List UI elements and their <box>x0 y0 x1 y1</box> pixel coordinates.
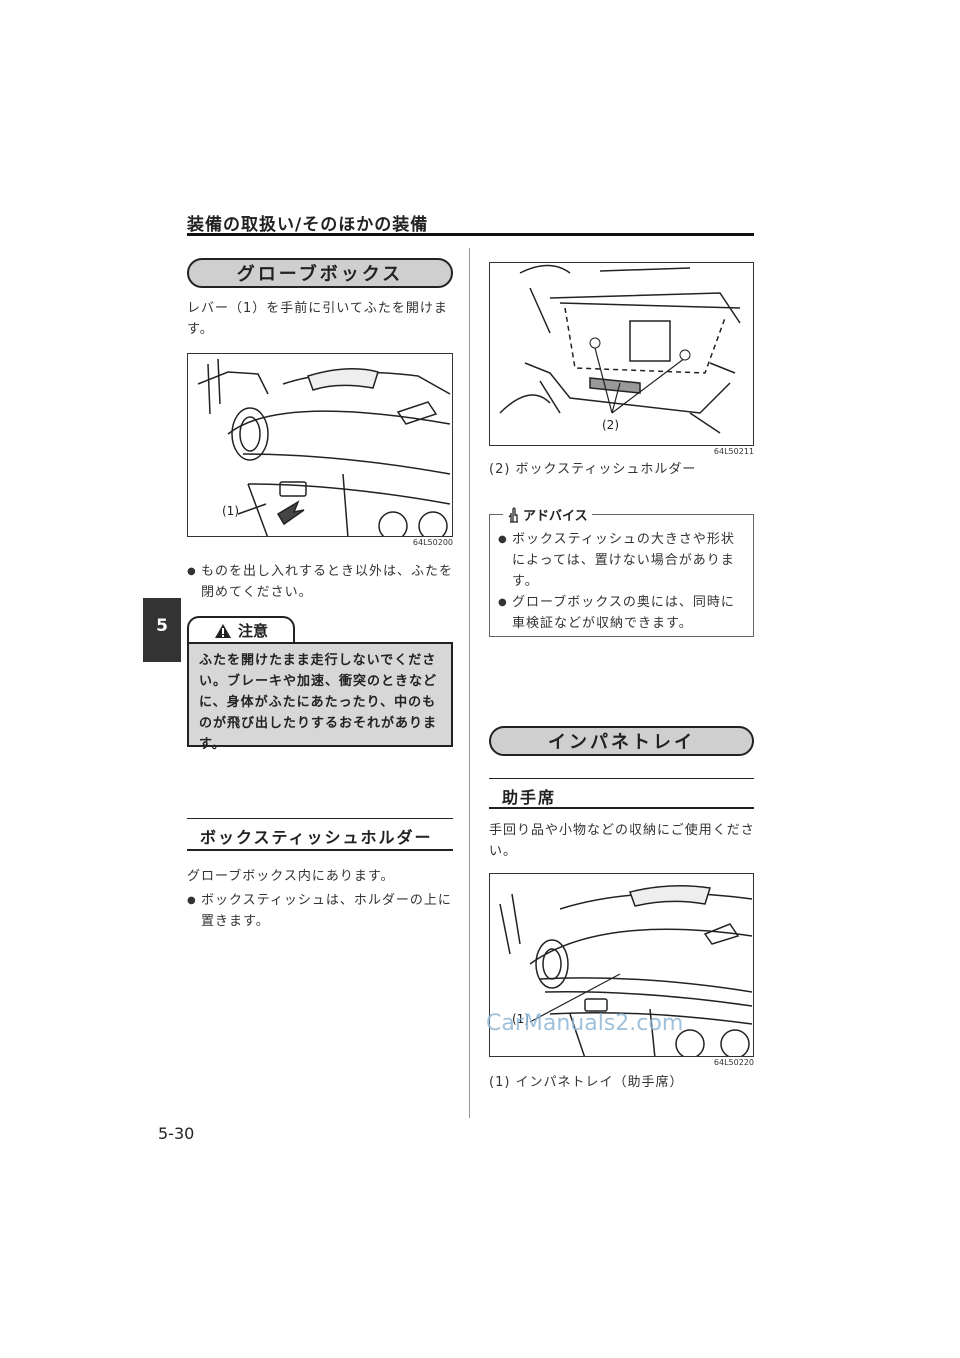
glovebox-intro: レバー（1）を手前に引いてふたを開けます。 <box>187 301 448 337</box>
column-divider <box>469 248 470 1118</box>
glovebox-illustration <box>197 358 451 536</box>
inpane-tray-figure-code: 64L50220 <box>713 1058 754 1067</box>
tissue-holder-intro: グローブボックス内にあります。 <box>187 869 395 884</box>
inpane-tray-illustration <box>499 885 753 1056</box>
page-number: 5-30 <box>158 1124 195 1143</box>
tissue-holder-illustration <box>499 264 741 434</box>
subhead-rule-bottom-2 <box>489 807 754 809</box>
caution-text: ふたを開けたまま走行しないでください。ブレーキや加速、衝突のときなどに、身体がふ… <box>199 653 438 752</box>
caution-tab: 注意 <box>187 616 295 643</box>
page-header-title: 装備の取扱い/そのほかの装備 <box>187 215 429 235</box>
advice-label: アドバイス <box>503 505 592 524</box>
pointing-hand-icon <box>508 506 518 523</box>
subhead-rule-top-2 <box>489 778 754 779</box>
inpane-tray-heading-text: インパネトレイ <box>548 732 695 753</box>
header-rule <box>187 233 754 236</box>
glovebox-bullets: ものを出し入れするとき以外は、ふたを閉めてください。 <box>187 561 455 603</box>
list-item: ボックスティッシュは、ホルダーの上に置きます。 <box>187 890 455 932</box>
inpane-tray-caption: (1) インパネトレイ（助手席） <box>489 1075 684 1090</box>
subhead-rule-top <box>187 818 453 819</box>
tissue-holder-figure: (2) <box>489 262 754 446</box>
caution-box: ふたを開けたまま走行しないでください。ブレーキや加速、衝突のときなどに、身体がふ… <box>187 642 453 752</box>
list-item: ボックスティッシュの大きさや形状によっては、置けない場合があります。 <box>498 529 745 592</box>
subheading-passenger: 助手席 <box>502 788 557 807</box>
inpane-tray-callout-1: (1) <box>512 1012 529 1026</box>
section-heading-tissue-holder: ボックスティッシュホルダー <box>200 828 433 847</box>
section-heading-glovebox: グローブボックス <box>187 258 453 288</box>
tissue-holder-caption: (2) ボックスティッシュホルダー <box>489 462 697 477</box>
inpane-tray-intro: 手回り品や小物などの収納にご使用ください。 <box>489 823 755 859</box>
glovebox-callout-1: (1) <box>222 504 239 518</box>
glovebox-figure-code: 64L50200 <box>412 538 453 547</box>
subhead-rule-bottom <box>187 849 453 851</box>
list-item: グローブボックスの奥には、同時に車検証などが収納できます。 <box>498 592 745 634</box>
chapter-number: 5 <box>156 616 168 636</box>
warning-triangle-icon <box>214 623 231 638</box>
advice-bullets: ボックスティッシュの大きさや形状によっては、置けない場合があります。 グローブボ… <box>498 529 745 634</box>
glovebox-heading-text: グローブボックス <box>236 264 404 285</box>
watermark: CarManuals2.com <box>486 1011 684 1036</box>
list-item: ものを出し入れするとき以外は、ふたを閉めてください。 <box>187 561 455 603</box>
section-heading-inpane-tray: インパネトレイ <box>489 726 754 756</box>
advice-box: ボックスティッシュの大きさや形状によっては、置けない場合があります。 グローブボ… <box>489 514 754 637</box>
inpane-tray-figure: (1) <box>489 873 754 1057</box>
glovebox-figure: (1) <box>187 353 453 537</box>
tissue-holder-bullets: ボックスティッシュは、ホルダーの上に置きます。 <box>187 890 455 932</box>
chapter-tab: 5 <box>143 598 181 662</box>
caution-label: 注意 <box>237 622 268 640</box>
tissue-holder-figure-code: 64L50211 <box>713 447 754 456</box>
tissue-holder-callout-2: (2) <box>602 418 619 432</box>
advice-label-text: アドバイス <box>523 509 588 524</box>
